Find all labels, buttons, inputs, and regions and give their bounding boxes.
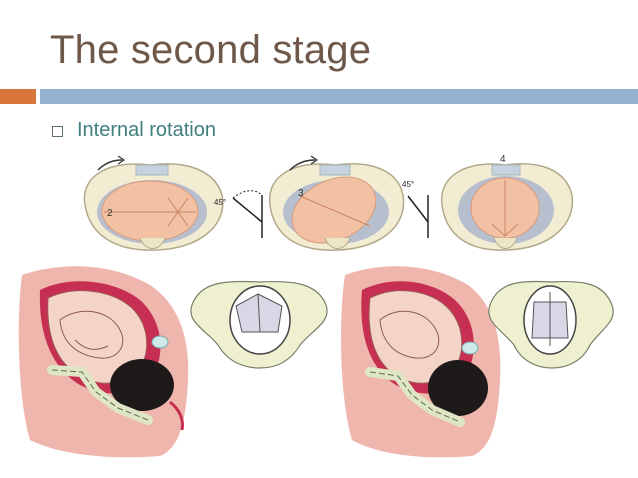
accent-bar-blue — [40, 89, 638, 104]
square-bullet-icon — [52, 126, 63, 137]
angle-label-2: 45° — [402, 180, 414, 189]
bullet-item: Internal rotation — [52, 119, 216, 142]
pelvic-outlet-view-1 — [190, 280, 328, 369]
accent-bar-orange — [0, 89, 36, 104]
step-number-3: 3 — [298, 188, 304, 199]
pelvis-view-3 — [440, 163, 574, 251]
bullet-text: Internal rotation — [77, 119, 216, 141]
step-number-4: 4 — [500, 154, 506, 165]
pelvis-view-2 — [268, 155, 405, 251]
angle-diagram-1 — [232, 190, 263, 238]
angle-label-1: 45° — [214, 198, 226, 207]
step-number-2: 2 — [107, 208, 113, 219]
pelvic-outlet-view-2 — [488, 280, 614, 369]
pelvis-view-1 — [83, 155, 224, 251]
angle-diagram-2 — [407, 195, 429, 238]
sagittal-section-2 — [340, 266, 501, 458]
sagittal-section-1 — [18, 266, 189, 458]
slide-title: The second stage — [50, 28, 372, 72]
